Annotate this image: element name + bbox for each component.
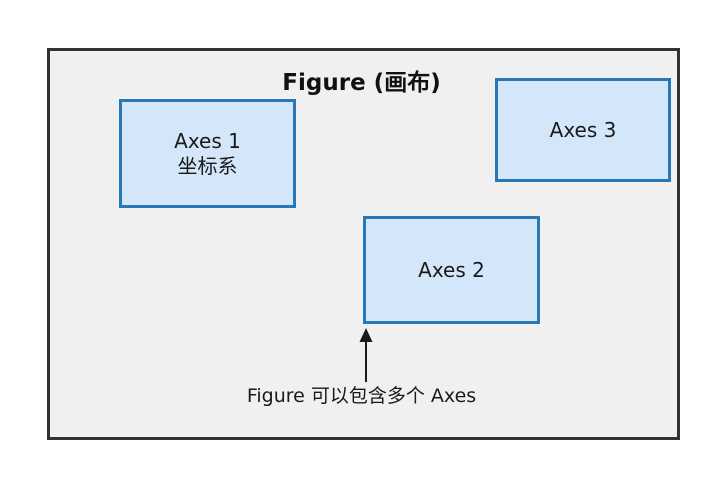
up-arrow-icon — [359, 328, 373, 382]
arrow-head — [359, 328, 373, 342]
axes-3-label: Axes 3 — [549, 117, 617, 142]
axes-1-label: Axes 1 — [174, 129, 241, 154]
axes-box-1[interactable]: Axes 1 坐标系 — [119, 99, 296, 208]
axes-1-sublabel: 坐标系 — [177, 153, 238, 178]
axes-box-2[interactable]: Axes 2 — [363, 216, 540, 324]
annotation-caption: Figure 可以包含多个 Axes — [246, 385, 477, 407]
axes-2-label: Axes 2 — [418, 257, 485, 282]
figure-container: Figure (画布) Axes 1 坐标系 Axes 3 Axes 2 Fig… — [47, 48, 680, 440]
figure-title: Figure (画布) — [282, 70, 441, 96]
axes-box-3[interactable]: Axes 3 — [495, 78, 671, 182]
